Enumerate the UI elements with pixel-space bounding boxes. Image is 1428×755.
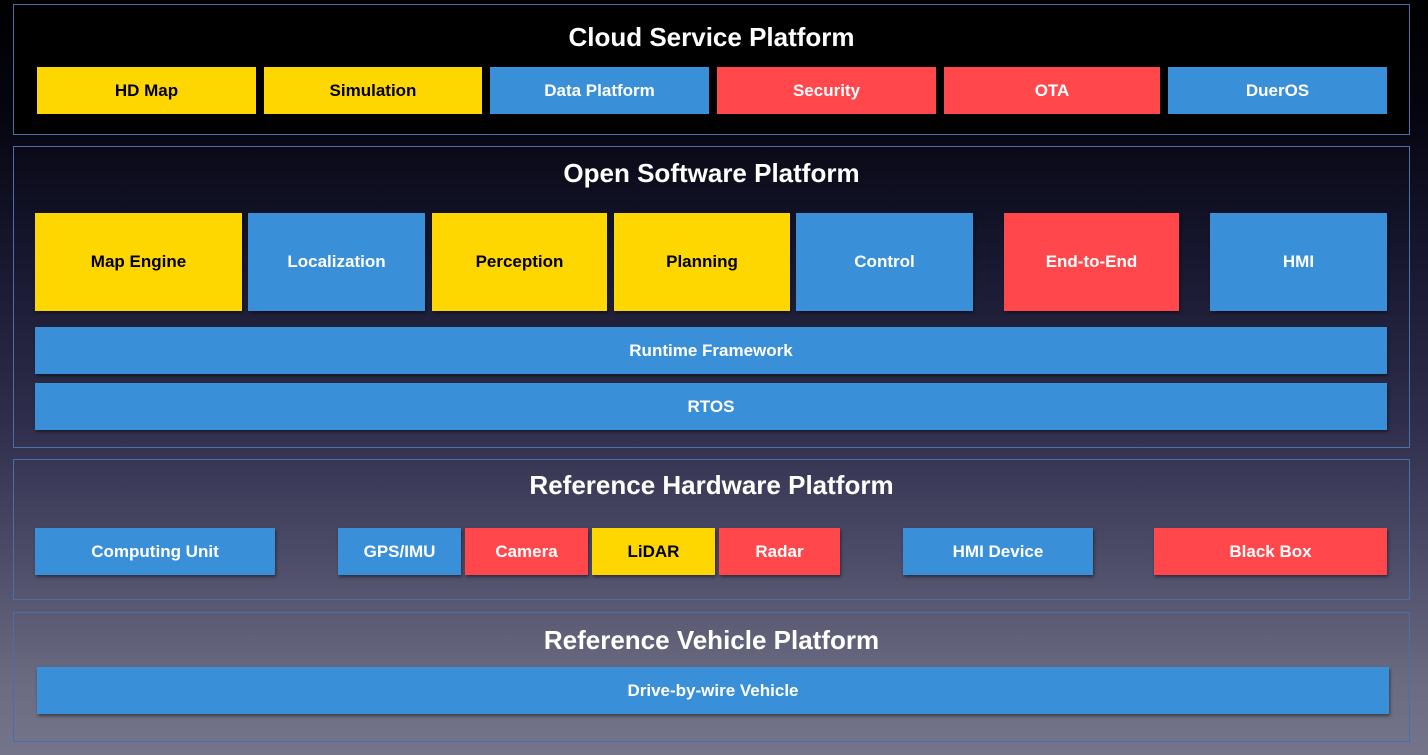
open-software-platform-title: Open Software Platform bbox=[563, 158, 860, 188]
simulation-box: Simulation bbox=[264, 67, 482, 114]
reference-hardware-platform-title: Reference Hardware Platform bbox=[529, 470, 894, 500]
camera-box: Camera bbox=[465, 528, 588, 575]
data-platform-box: Data Platform bbox=[490, 67, 709, 114]
perception-box: Perception bbox=[432, 213, 607, 311]
radar-box: Radar bbox=[719, 528, 840, 575]
map-engine-box: Map Engine bbox=[35, 213, 242, 311]
runtime-framework-bar: Runtime Framework bbox=[35, 327, 1387, 374]
hd-map-box: HD Map bbox=[37, 67, 256, 114]
lidar-box: LiDAR bbox=[592, 528, 715, 575]
gps-imu-box: GPS/IMU bbox=[338, 528, 461, 575]
hmi-box: HMI bbox=[1210, 213, 1387, 311]
dueros-box: DuerOS bbox=[1168, 67, 1387, 114]
end-to-end-box: End-to-End bbox=[1004, 213, 1179, 311]
reference-vehicle-platform-layer: Reference Vehicle Platform Drive-by-wire… bbox=[13, 612, 1410, 742]
localization-box: Localization bbox=[248, 213, 425, 311]
computing-unit-box: Computing Unit bbox=[35, 528, 275, 575]
black-box-box: Black Box bbox=[1154, 528, 1387, 575]
open-software-platform-layer: Open Software Platform Map Engine Locali… bbox=[13, 146, 1410, 448]
drive-by-wire-vehicle-bar: Drive-by-wire Vehicle bbox=[37, 667, 1389, 714]
security-box: Security bbox=[717, 67, 936, 114]
rtos-bar: RTOS bbox=[35, 383, 1387, 430]
reference-hardware-platform-layer: Reference Hardware Platform Computing Un… bbox=[13, 459, 1410, 600]
hmi-device-box: HMI Device bbox=[903, 528, 1093, 575]
cloud-service-platform-layer: Cloud Service Platform HD Map Simulation… bbox=[13, 4, 1410, 135]
reference-vehicle-platform-title: Reference Vehicle Platform bbox=[543, 625, 880, 655]
control-box: Control bbox=[796, 213, 973, 311]
cloud-service-platform-title: Cloud Service Platform bbox=[568, 22, 855, 52]
ota-box: OTA bbox=[944, 67, 1160, 114]
planning-box: Planning bbox=[614, 213, 790, 311]
